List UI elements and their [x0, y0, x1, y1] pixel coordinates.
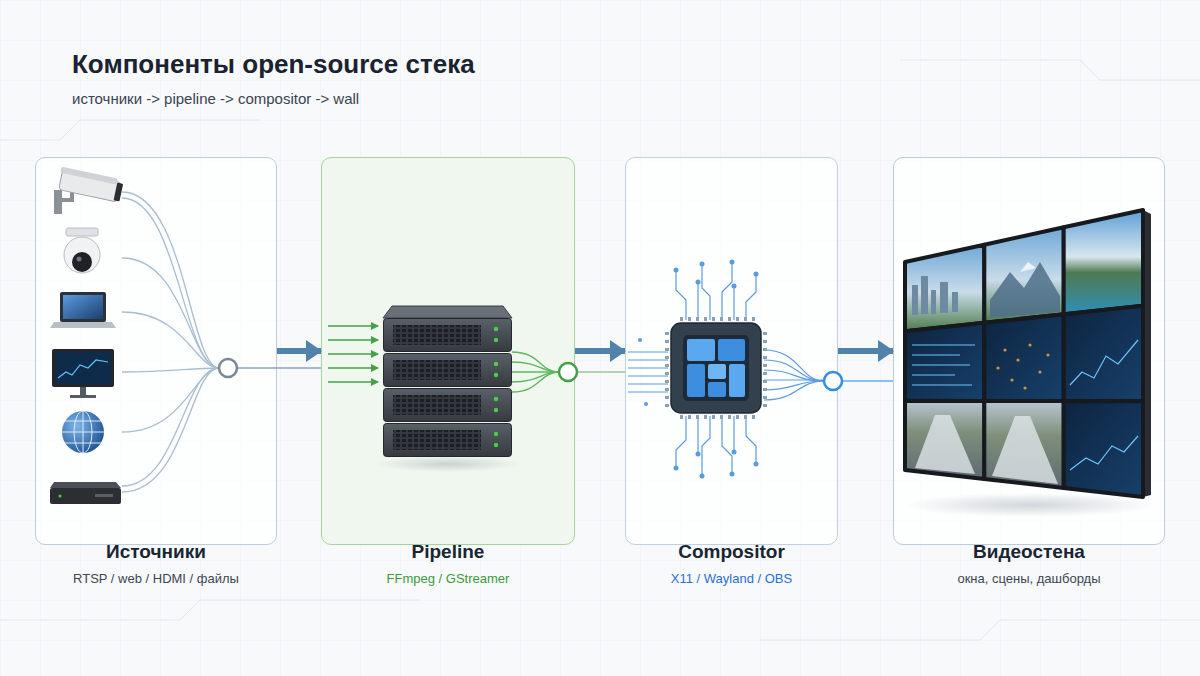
globe-icon [62, 411, 104, 453]
subtitle-label: источники -> pipeline -> compositor -> w… [72, 90, 359, 107]
panel-heading: Видеостена [894, 540, 1164, 564]
diagram-title: Компоненты open-source стека [72, 48, 475, 80]
flow-arrow [575, 348, 625, 354]
panel-box: CompositorX11 / Wayland / OBS [625, 157, 838, 545]
screen-content [912, 262, 1138, 484]
panel-subtitle: FFmpeg / GStreamer [322, 570, 574, 588]
panel-box: PipelineFFmpeg / GStreamer [321, 157, 575, 545]
server-shadow [376, 456, 520, 472]
tech-lines [0, 60, 1200, 640]
laptop-icon [50, 292, 116, 328]
monitor-icon [52, 349, 114, 398]
pipeline-bus-line [577, 371, 625, 373]
panel-box: ИсточникиRTSP / web / HDMI / файлы [35, 157, 277, 545]
chip-traces [628, 264, 824, 474]
hdmi-box-icon [50, 482, 121, 504]
panel-heading: Compositor [626, 540, 837, 564]
compositor-chip [671, 323, 761, 413]
output-node [559, 363, 577, 381]
merge-node [219, 359, 237, 377]
video-wall [905, 210, 1143, 497]
source-wires [122, 192, 219, 492]
bullet-camera-icon [54, 167, 124, 214]
panel-heading: Источники [36, 540, 276, 564]
input-arrows [328, 326, 378, 382]
compositor-output-node [824, 372, 842, 390]
panel-subtitle: окна, сцены, дашборды [894, 570, 1164, 588]
wall-shadow [905, 493, 1155, 517]
output-wires [512, 352, 559, 392]
flow-arrow [838, 348, 893, 354]
compositor-bus-line [842, 380, 893, 382]
panel-heading: Pipeline [322, 540, 574, 564]
source-bus-line [237, 367, 321, 369]
panel-box: Видеостенаокна, сцены, дашборды [893, 157, 1165, 545]
chip-pins [667, 319, 765, 417]
dome-camera-icon [64, 228, 100, 273]
panel-subtitle: RTSP / web / HDMI / файлы [36, 570, 276, 588]
wall-side [1143, 210, 1151, 497]
server-stack [383, 306, 512, 457]
trace-dots [638, 260, 759, 479]
panel-subtitle: X11 / Wayland / OBS [626, 570, 837, 588]
flow-arrow [277, 348, 321, 354]
